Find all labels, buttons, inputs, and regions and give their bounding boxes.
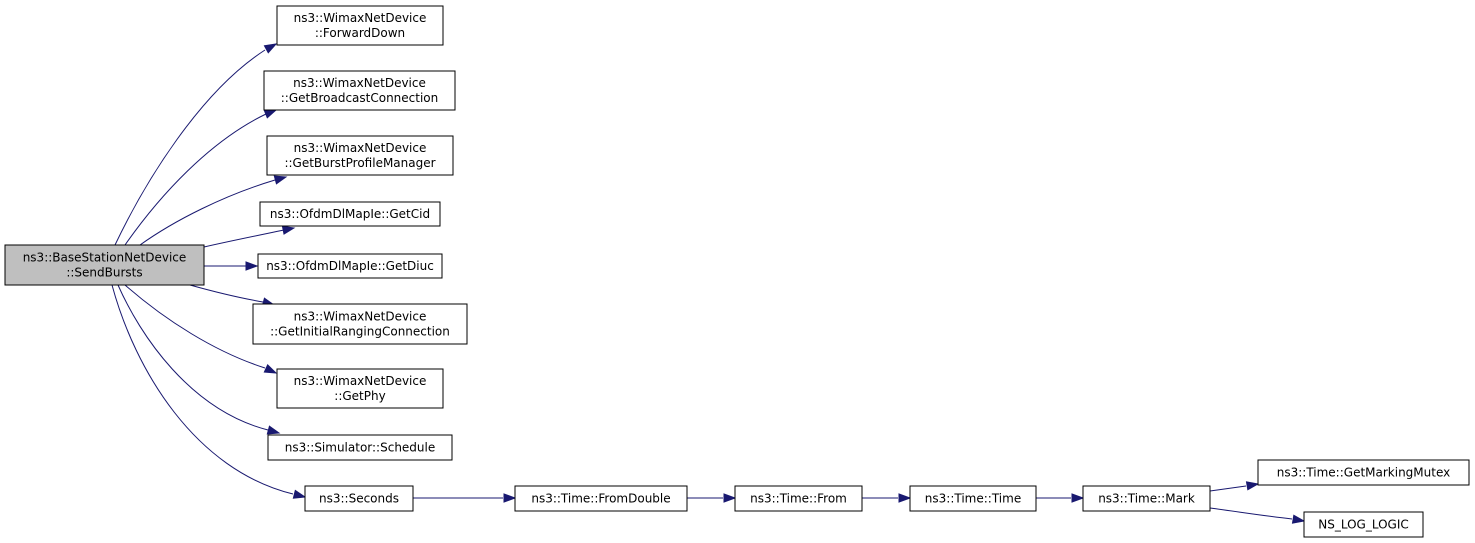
edge-line [124, 113, 267, 246]
node-label: ns3::Seconds [319, 492, 399, 506]
node-from[interactable]: ns3::Time::From [734, 485, 863, 512]
node-label: ns3::Time::FromDouble [531, 492, 670, 506]
edge-fromdouble-to-from [687, 493, 737, 503]
nodes-layer: ns3::BaseStationNetDevice::SendBurstsns3… [4, 5, 1470, 538]
node-getburstprofilemanager[interactable]: ns3::WimaxNetDevice::GetBurstProfileMana… [266, 135, 454, 176]
edge-line [1209, 507, 1293, 520]
arrowhead-icon [263, 43, 278, 54]
node-getphy[interactable]: ns3::WimaxNetDevice::GetPhy [276, 368, 444, 409]
edge-sendbursts-to-getbroadcastconnection [124, 109, 278, 246]
node-box [276, 5, 444, 46]
node-box [514, 485, 688, 512]
node-label: ::GetBroadcastConnection [281, 91, 439, 105]
edge-line [189, 284, 264, 303]
arrowhead-icon [266, 425, 281, 435]
edge-line [139, 179, 276, 246]
node-label: ::SendBursts [66, 266, 142, 280]
edge-seconds-to-fromdouble [413, 493, 517, 503]
edges-layer [111, 43, 1306, 524]
node-label: ns3::BaseStationNetDevice [23, 251, 187, 265]
arrowhead-icon [723, 493, 737, 503]
node-box [734, 485, 863, 512]
node-label: ns3::WimaxNetDevice [294, 141, 427, 155]
edge-sendbursts-to-getdiuc [204, 261, 259, 271]
node-box [252, 303, 468, 345]
node-box [276, 368, 444, 409]
arrowhead-icon [1291, 514, 1306, 524]
edge-sendbursts-to-schedule [117, 284, 281, 435]
edge-sendbursts-to-getphy [124, 284, 278, 374]
arrowhead-icon [503, 493, 517, 503]
node-label: NS_LOG_LOGIC [1318, 518, 1409, 532]
arrowhead-icon [273, 175, 288, 185]
node-fromdouble[interactable]: ns3::Time::FromDouble [514, 485, 688, 512]
arrowhead-icon [263, 363, 278, 374]
node-box [263, 70, 456, 111]
node-mark[interactable]: ns3::Time::Mark [1082, 485, 1211, 512]
edge-sendbursts-to-getinitialrangingconnection [189, 284, 276, 307]
node-box [909, 485, 1037, 512]
edge-line [203, 229, 285, 248]
node-label: ns3::Time::GetMarkingMutex [1277, 466, 1451, 480]
arrowhead-icon [245, 261, 259, 271]
node-label: ::ForwardDown [315, 26, 405, 40]
node-label: ns3::WimaxNetDevice [294, 310, 427, 324]
arrowhead-icon [292, 489, 307, 499]
node-label: ns3::WimaxNetDevice [293, 76, 426, 90]
node-box [4, 244, 205, 286]
node-box [1082, 485, 1211, 512]
node-time[interactable]: ns3::Time::Time [909, 485, 1037, 512]
edge-line [117, 284, 269, 431]
edge-sendbursts-to-forwarddown [114, 43, 278, 246]
edge-line [124, 284, 266, 369]
arrowhead-icon [1071, 493, 1085, 503]
edge-mark-to-getmarkingmutex [1209, 481, 1260, 492]
node-box [267, 434, 453, 461]
node-box [257, 253, 443, 279]
node-box [1257, 459, 1470, 486]
node-forwarddown[interactable]: ns3::WimaxNetDevice::ForwardDown [276, 5, 444, 46]
arrowhead-icon [1245, 481, 1260, 491]
node-label: ns3::WimaxNetDevice [294, 374, 427, 388]
edge-line [114, 49, 266, 246]
node-seconds[interactable]: ns3::Seconds [304, 485, 414, 512]
edge-from-to-time [862, 493, 912, 503]
node-label: ns3::WimaxNetDevice [294, 11, 427, 25]
edge-sendbursts-to-getburstprofilemanager [139, 175, 288, 246]
node-box [304, 485, 414, 512]
node-getcid[interactable]: ns3::OfdmDlMapIe::GetCid [259, 201, 441, 227]
node-label: ::GetPhy [334, 389, 385, 403]
arrowhead-icon [898, 493, 912, 503]
node-nsloglogic[interactable]: NS_LOG_LOGIC [1303, 511, 1424, 538]
edge-line [1209, 485, 1247, 492]
node-box [1303, 511, 1424, 538]
node-getinitialrangingconnection[interactable]: ns3::WimaxNetDevice::GetInitialRangingCo… [252, 303, 468, 345]
node-label: ns3::OfdmDlMapIe::GetCid [270, 207, 430, 221]
node-label: ns3::Time::Mark [1098, 492, 1195, 506]
node-label: ::GetBurstProfileManager [284, 156, 435, 170]
edge-sendbursts-to-getcid [203, 225, 296, 248]
edge-sendbursts-to-seconds [111, 284, 307, 499]
node-getmarkingmutex[interactable]: ns3::Time::GetMarkingMutex [1257, 459, 1470, 486]
arrowhead-icon [263, 109, 278, 119]
node-label: ns3::Time::From [750, 492, 847, 506]
node-box [266, 135, 454, 176]
node-label: ns3::Simulator::Schedule [285, 441, 436, 455]
node-label: ::GetInitialRangingConnection [270, 325, 450, 339]
node-getbroadcastconnection[interactable]: ns3::WimaxNetDevice::GetBroadcastConnect… [263, 70, 456, 111]
edge-line [111, 284, 294, 495]
edge-mark-to-nsloglogic [1209, 507, 1306, 524]
node-sendbursts[interactable]: ns3::BaseStationNetDevice::SendBursts [4, 244, 205, 286]
edge-time-to-mark [1036, 493, 1085, 503]
arrowhead-icon [281, 225, 296, 235]
node-box [259, 201, 441, 227]
node-label: ns3::Time::Time [925, 492, 1021, 506]
node-getdiuc[interactable]: ns3::OfdmDlMapIe::GetDiuc [257, 253, 443, 279]
node-label: ns3::OfdmDlMapIe::GetDiuc [266, 259, 434, 273]
node-schedule[interactable]: ns3::Simulator::Schedule [267, 434, 453, 461]
